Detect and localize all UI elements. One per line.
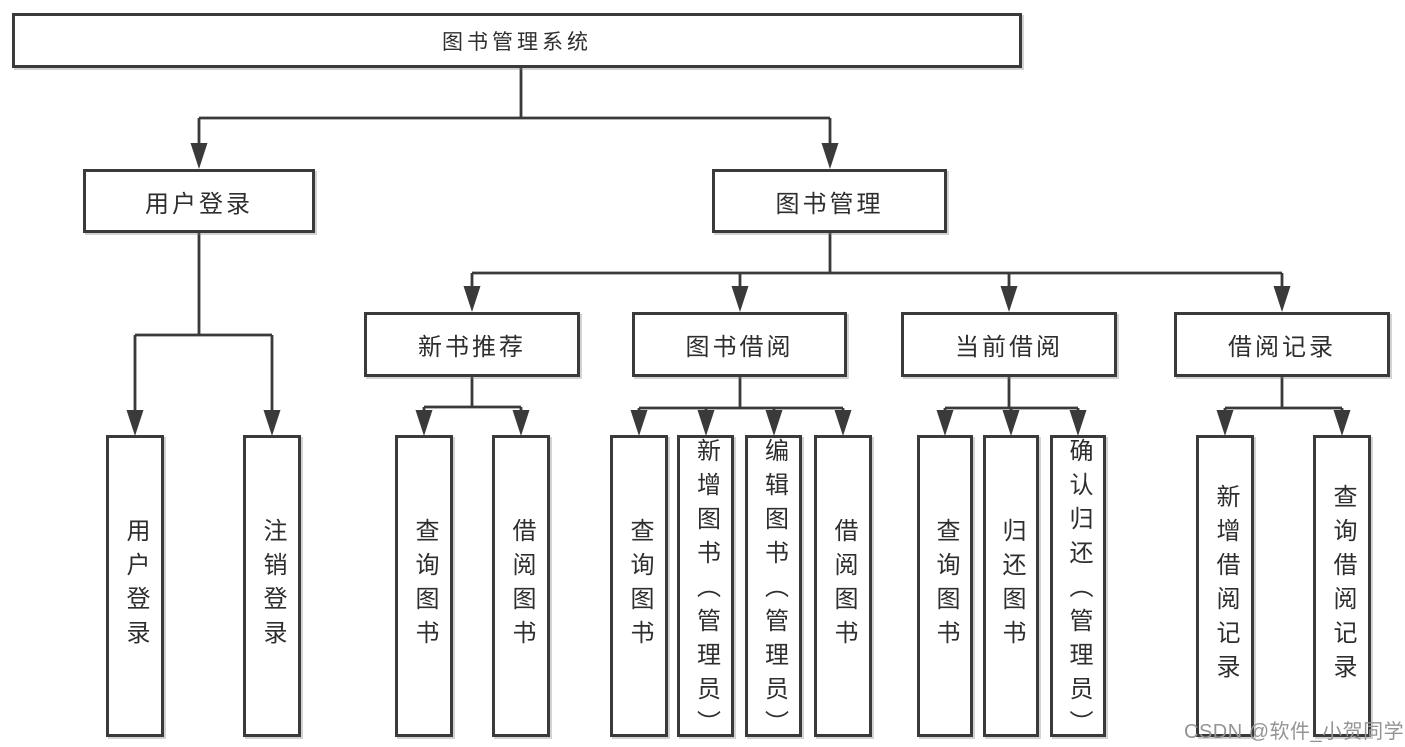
diagram-node-new-book-rec: 新书推荐 — [364, 312, 580, 377]
diagram-node-label: 归还图书 — [998, 518, 1025, 654]
arrowhead-icon — [697, 410, 715, 436]
connector-branch — [463, 233, 1291, 312]
diagram-node-label: 查询图书 — [932, 518, 959, 654]
diagram-node-label: 注销登录 — [259, 518, 286, 654]
connector-path — [943, 377, 1080, 413]
arrowhead-icon — [1069, 410, 1087, 436]
arrowhead-icon — [1002, 410, 1020, 436]
diagram-node-label: 编辑图书（管理员） — [760, 438, 788, 744]
connector-path — [133, 233, 274, 413]
arrowhead-icon — [1000, 286, 1018, 312]
diagram-node-nr-borrow-book: 借阅图书 — [492, 435, 550, 737]
arrowhead-icon — [463, 286, 481, 312]
diagram-node-bb-borrow-book: 借阅图书 — [814, 435, 872, 737]
diagram-node-label: 当前借阅 — [955, 334, 1063, 361]
diagram-node-cb-query-book: 查询图书 — [917, 435, 973, 737]
arrowhead-icon — [1273, 286, 1291, 312]
diagram-node-label: 用户登录 — [122, 518, 149, 654]
arrowhead-icon — [1333, 410, 1351, 436]
diagram-node-bb-add-book: 新增图书（管理员） — [677, 435, 734, 744]
arrowhead-icon — [512, 410, 530, 436]
diagram-node-label: 新增图书（管理员） — [692, 438, 720, 744]
arrowhead-icon — [415, 410, 433, 436]
diagram-node-label: 查询借阅记录 — [1329, 484, 1356, 688]
connector-branch — [1216, 377, 1351, 436]
diagram-node-book-mgmt: 图书管理 — [712, 169, 947, 233]
diagram-node-user-login: 用户登录 — [83, 169, 315, 233]
arrowhead-icon — [731, 286, 749, 312]
diagram-node-br-add-record: 新增借阅记录 — [1196, 435, 1254, 737]
diagram-node-label: 图书管理系统 — [442, 30, 592, 54]
arrowhead-icon — [1216, 410, 1234, 436]
connector-branch — [936, 377, 1087, 436]
diagram-node-label: 新增借阅记录 — [1212, 484, 1239, 688]
diagram-node-bb-query-book: 查询图书 — [610, 435, 668, 737]
diagram-node-label: 借阅图书 — [508, 518, 535, 654]
connector-branch — [630, 377, 852, 436]
diagram-node-label: 用户登录 — [145, 190, 253, 218]
connector-path — [470, 233, 1284, 289]
diagram-node-borrow-records: 借阅记录 — [1174, 312, 1390, 377]
diagram-node-bb-edit-book: 编辑图书（管理员） — [745, 435, 802, 744]
arrowhead-icon — [821, 143, 839, 169]
arrowhead-icon — [630, 410, 648, 436]
arrowhead-icon — [834, 410, 852, 436]
connector-branch — [126, 233, 281, 436]
arrowhead-icon — [263, 410, 281, 436]
connector-path — [197, 68, 832, 146]
diagram-node-label: 查询图书 — [626, 518, 653, 654]
diagram-node-current-borrow: 当前借阅 — [901, 312, 1117, 377]
diagram-node-nr-query-book: 查询图书 — [395, 435, 453, 737]
connector-branch — [190, 68, 839, 169]
diagram-node-label: 图书借阅 — [685, 334, 794, 361]
connector-path — [1223, 377, 1344, 413]
diagram-node-label: 查询图书 — [411, 518, 438, 654]
diagram-node-br-query-record: 查询借阅记录 — [1313, 435, 1371, 737]
diagram-node-label: 借阅图书 — [830, 518, 857, 654]
diagram-node-ul-login: 用户登录 — [106, 435, 164, 737]
arrowhead-icon — [765, 410, 783, 436]
diagram-node-label: 图书管理 — [775, 190, 884, 218]
diagram-node-cb-return-book: 归还图书 — [983, 435, 1039, 737]
diagram-node-book-borrow: 图书借阅 — [632, 312, 847, 377]
diagram-node-label: 借阅记录 — [1228, 334, 1336, 361]
diagram-node-label: 确认归还（管理员） — [1065, 438, 1092, 744]
connector-branch — [415, 377, 530, 436]
diagram-node-label: 新书推荐 — [418, 334, 526, 361]
arrowhead-icon — [936, 410, 954, 436]
arrowhead-icon — [190, 143, 208, 169]
connector-path — [422, 377, 523, 413]
watermark: CSDN @软件_小贺同学 — [1184, 721, 1405, 743]
arrowhead-icon — [126, 410, 144, 436]
diagram-node-cb-confirm-ret: 确认归还（管理员） — [1050, 435, 1106, 744]
diagram-node-root: 图书管理系统 — [12, 13, 1022, 68]
connector-path — [637, 377, 845, 413]
diagram-node-ul-logout: 注销登录 — [243, 435, 301, 737]
